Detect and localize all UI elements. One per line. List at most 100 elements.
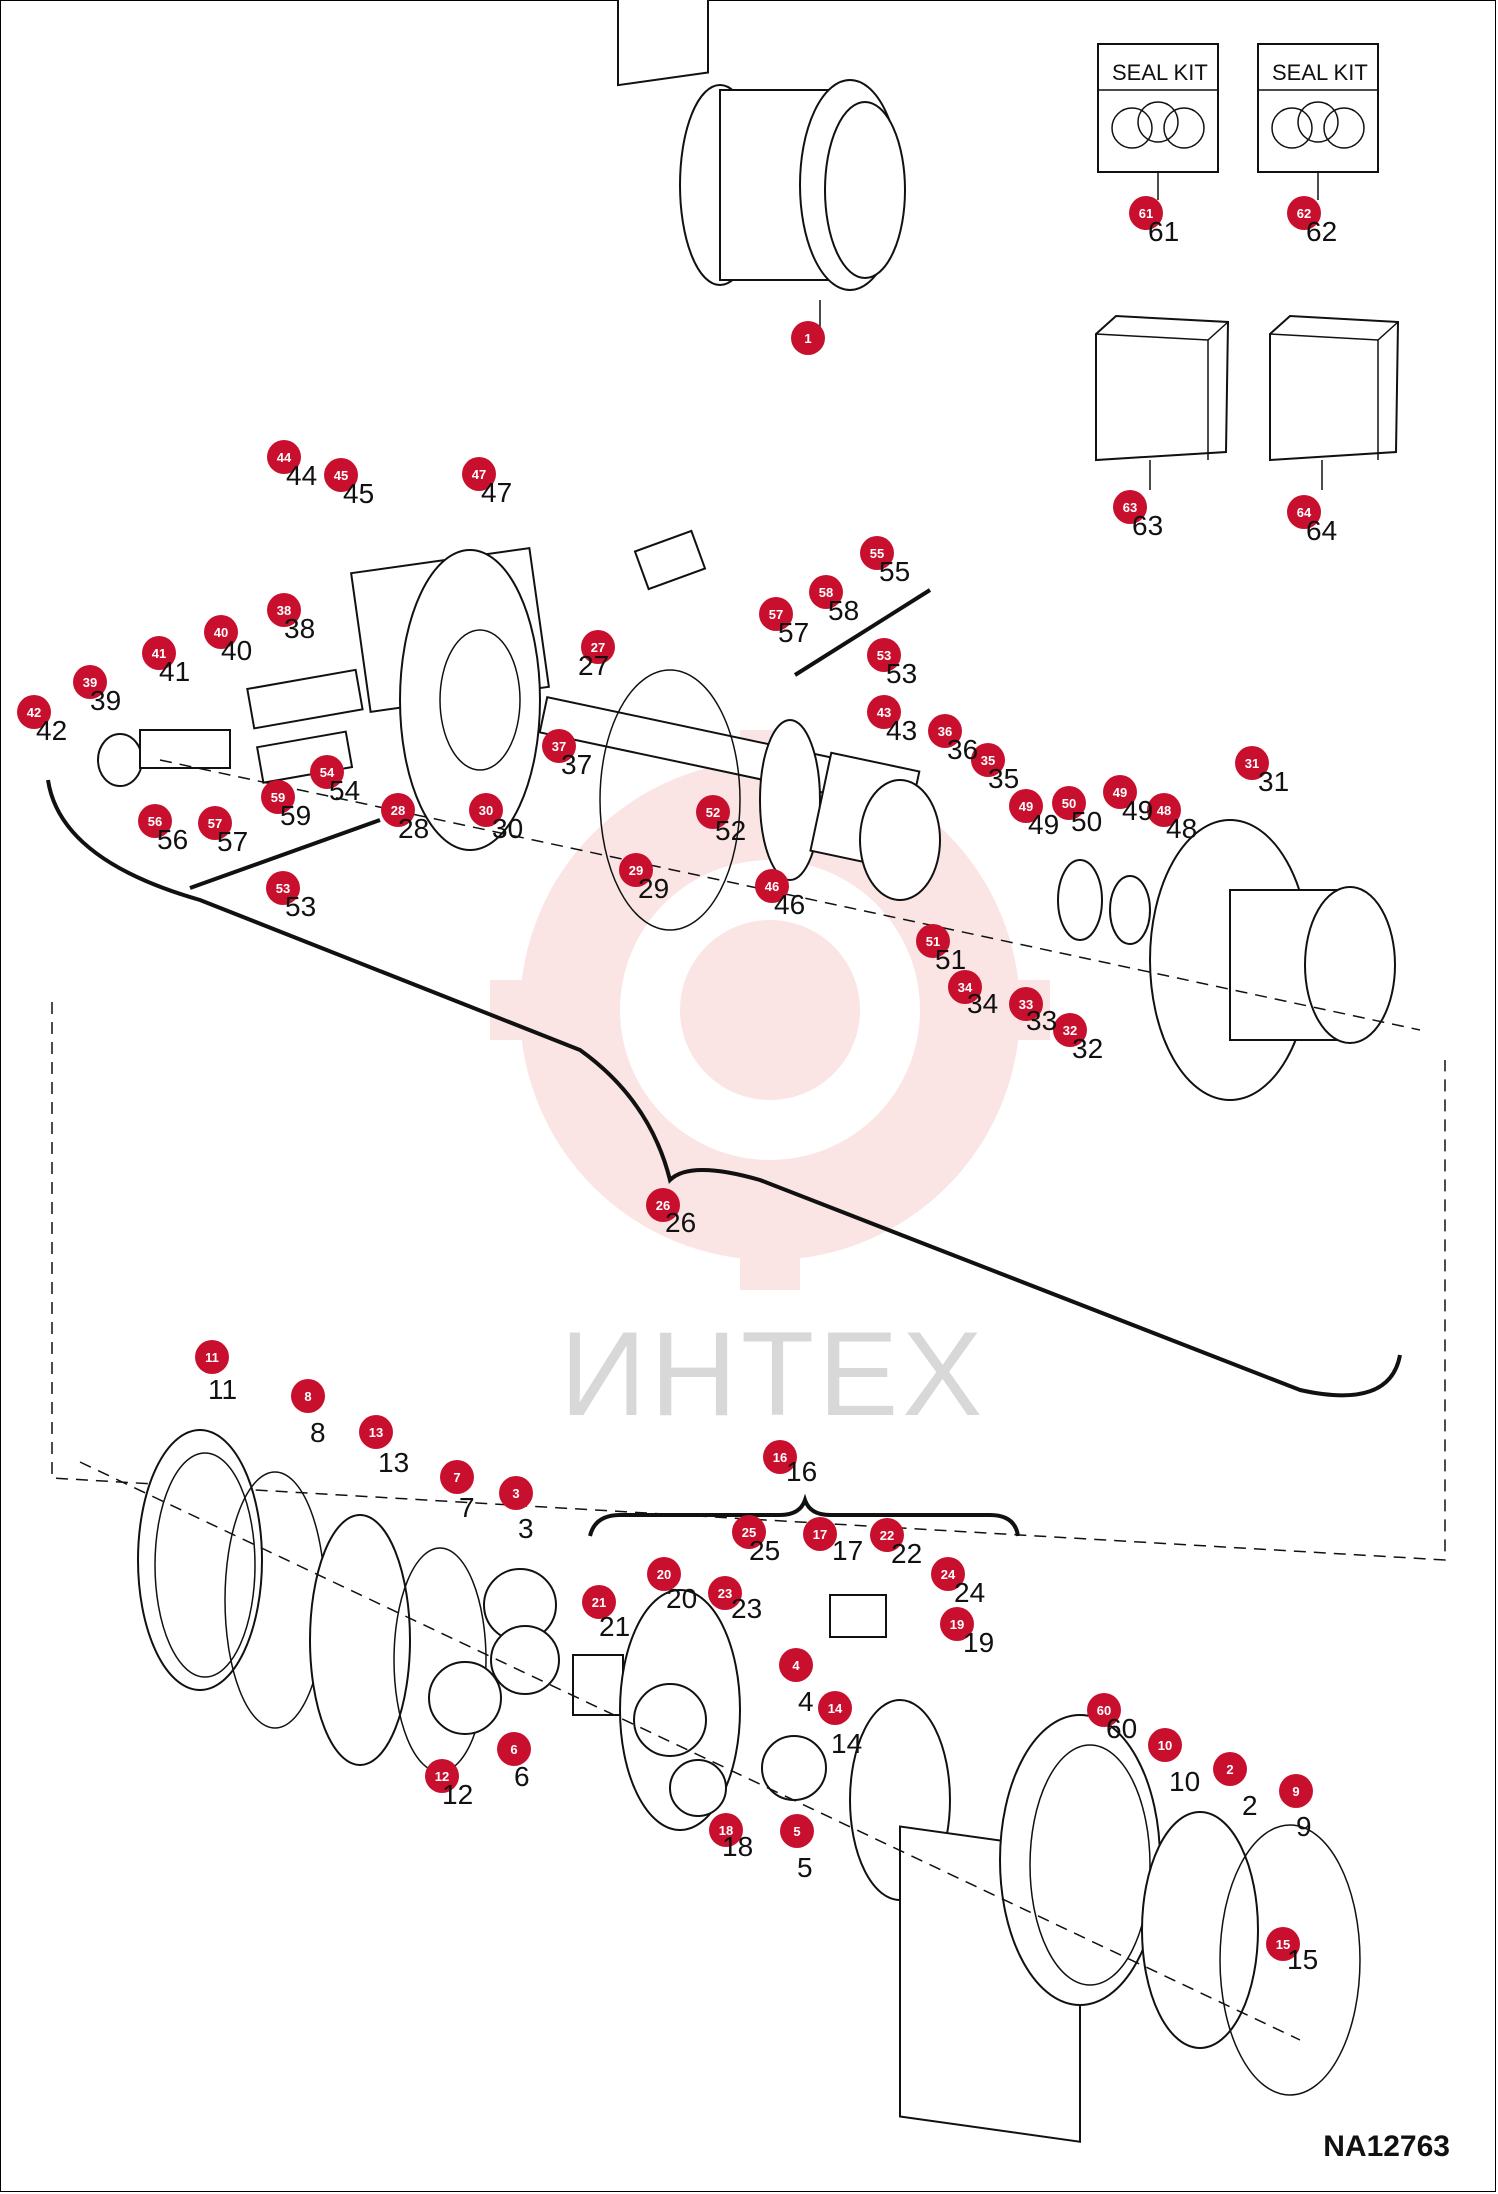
svg-text:53: 53: [285, 891, 316, 922]
motor-components: [97, 529, 1421, 1101]
svg-text:23: 23: [718, 1586, 732, 1601]
svg-text:1: 1: [804, 331, 811, 346]
svg-text:9: 9: [1292, 1784, 1299, 1799]
svg-text:3: 3: [518, 1513, 534, 1544]
svg-text:46: 46: [774, 889, 805, 920]
svg-text:2: 2: [1242, 1790, 1258, 1821]
parts-box-63: [1095, 314, 1230, 490]
svg-text:13: 13: [378, 1447, 409, 1478]
svg-text:57: 57: [769, 607, 783, 622]
svg-text:33: 33: [1026, 1005, 1057, 1036]
brace-53-left: [189, 818, 381, 890]
svg-text:10: 10: [1158, 1738, 1172, 1753]
svg-text:13: 13: [369, 1425, 383, 1440]
svg-text:53: 53: [886, 658, 917, 689]
svg-text:39: 39: [83, 675, 97, 690]
svg-text:32: 32: [1063, 1023, 1077, 1038]
svg-text:57: 57: [778, 617, 809, 648]
callout: 44: [779, 1648, 814, 1717]
svg-text:7: 7: [453, 1470, 460, 1485]
svg-text:52: 52: [715, 815, 746, 846]
svg-text:20: 20: [657, 1567, 671, 1582]
svg-text:45: 45: [343, 478, 374, 509]
callout: 33: [499, 1476, 534, 1544]
svg-text:62: 62: [1306, 216, 1337, 247]
svg-text:46: 46: [765, 879, 779, 894]
svg-text:58: 58: [828, 595, 859, 626]
svg-text:22: 22: [891, 1538, 922, 1569]
svg-text:42: 42: [27, 705, 41, 720]
svg-text:14: 14: [831, 1728, 862, 1759]
planetary-gear-components: [79, 1429, 1361, 2143]
svg-text:57: 57: [208, 816, 222, 831]
svg-text:19: 19: [963, 1627, 994, 1658]
svg-text:3: 3: [512, 1486, 519, 1501]
svg-text:49: 49: [1113, 785, 1127, 800]
svg-text:54: 54: [320, 765, 335, 780]
svg-text:17: 17: [813, 1527, 827, 1542]
svg-text:49: 49: [1122, 795, 1153, 826]
callout: 88: [291, 1379, 326, 1448]
svg-text:35: 35: [981, 753, 995, 768]
svg-text:42: 42: [36, 715, 67, 746]
svg-text:12: 12: [435, 1769, 449, 1784]
svg-text:40: 40: [221, 635, 252, 666]
svg-text:58: 58: [819, 585, 833, 600]
svg-text:8: 8: [304, 1389, 311, 1404]
callout: 99: [1279, 1774, 1313, 1842]
svg-text:22: 22: [880, 1528, 894, 1543]
svg-text:38: 38: [284, 613, 315, 644]
svg-text:57: 57: [217, 826, 248, 857]
svg-text:29: 29: [629, 863, 643, 878]
parts-box-64: [1269, 314, 1400, 490]
svg-text:52: 52: [706, 805, 720, 820]
svg-text:7: 7: [459, 1492, 475, 1523]
svg-text:41: 41: [159, 656, 190, 687]
svg-text:2: 2: [1226, 1762, 1233, 1777]
svg-text:19: 19: [950, 1617, 964, 1632]
svg-text:62: 62: [1297, 206, 1311, 221]
seal-kit-61: SEAL KIT: [1097, 43, 1219, 200]
seal-kit-label: SEAL KIT: [1272, 60, 1368, 85]
svg-text:21: 21: [592, 1595, 606, 1610]
svg-text:49: 49: [1028, 809, 1059, 840]
svg-text:61: 61: [1139, 206, 1153, 221]
dashed-envelope: [51, 1002, 1446, 1561]
svg-text:20: 20: [666, 1583, 697, 1614]
svg-text:34: 34: [958, 980, 973, 995]
svg-text:40: 40: [214, 625, 228, 640]
svg-text:31: 31: [1245, 756, 1259, 771]
svg-text:11: 11: [208, 1374, 237, 1405]
svg-text:55: 55: [879, 556, 910, 587]
svg-text:12: 12: [442, 1779, 473, 1810]
svg-text:64: 64: [1297, 505, 1312, 520]
svg-text:9: 9: [1296, 1811, 1312, 1842]
svg-text:60: 60: [1097, 1703, 1111, 1718]
brace-26: [46, 779, 1402, 1398]
